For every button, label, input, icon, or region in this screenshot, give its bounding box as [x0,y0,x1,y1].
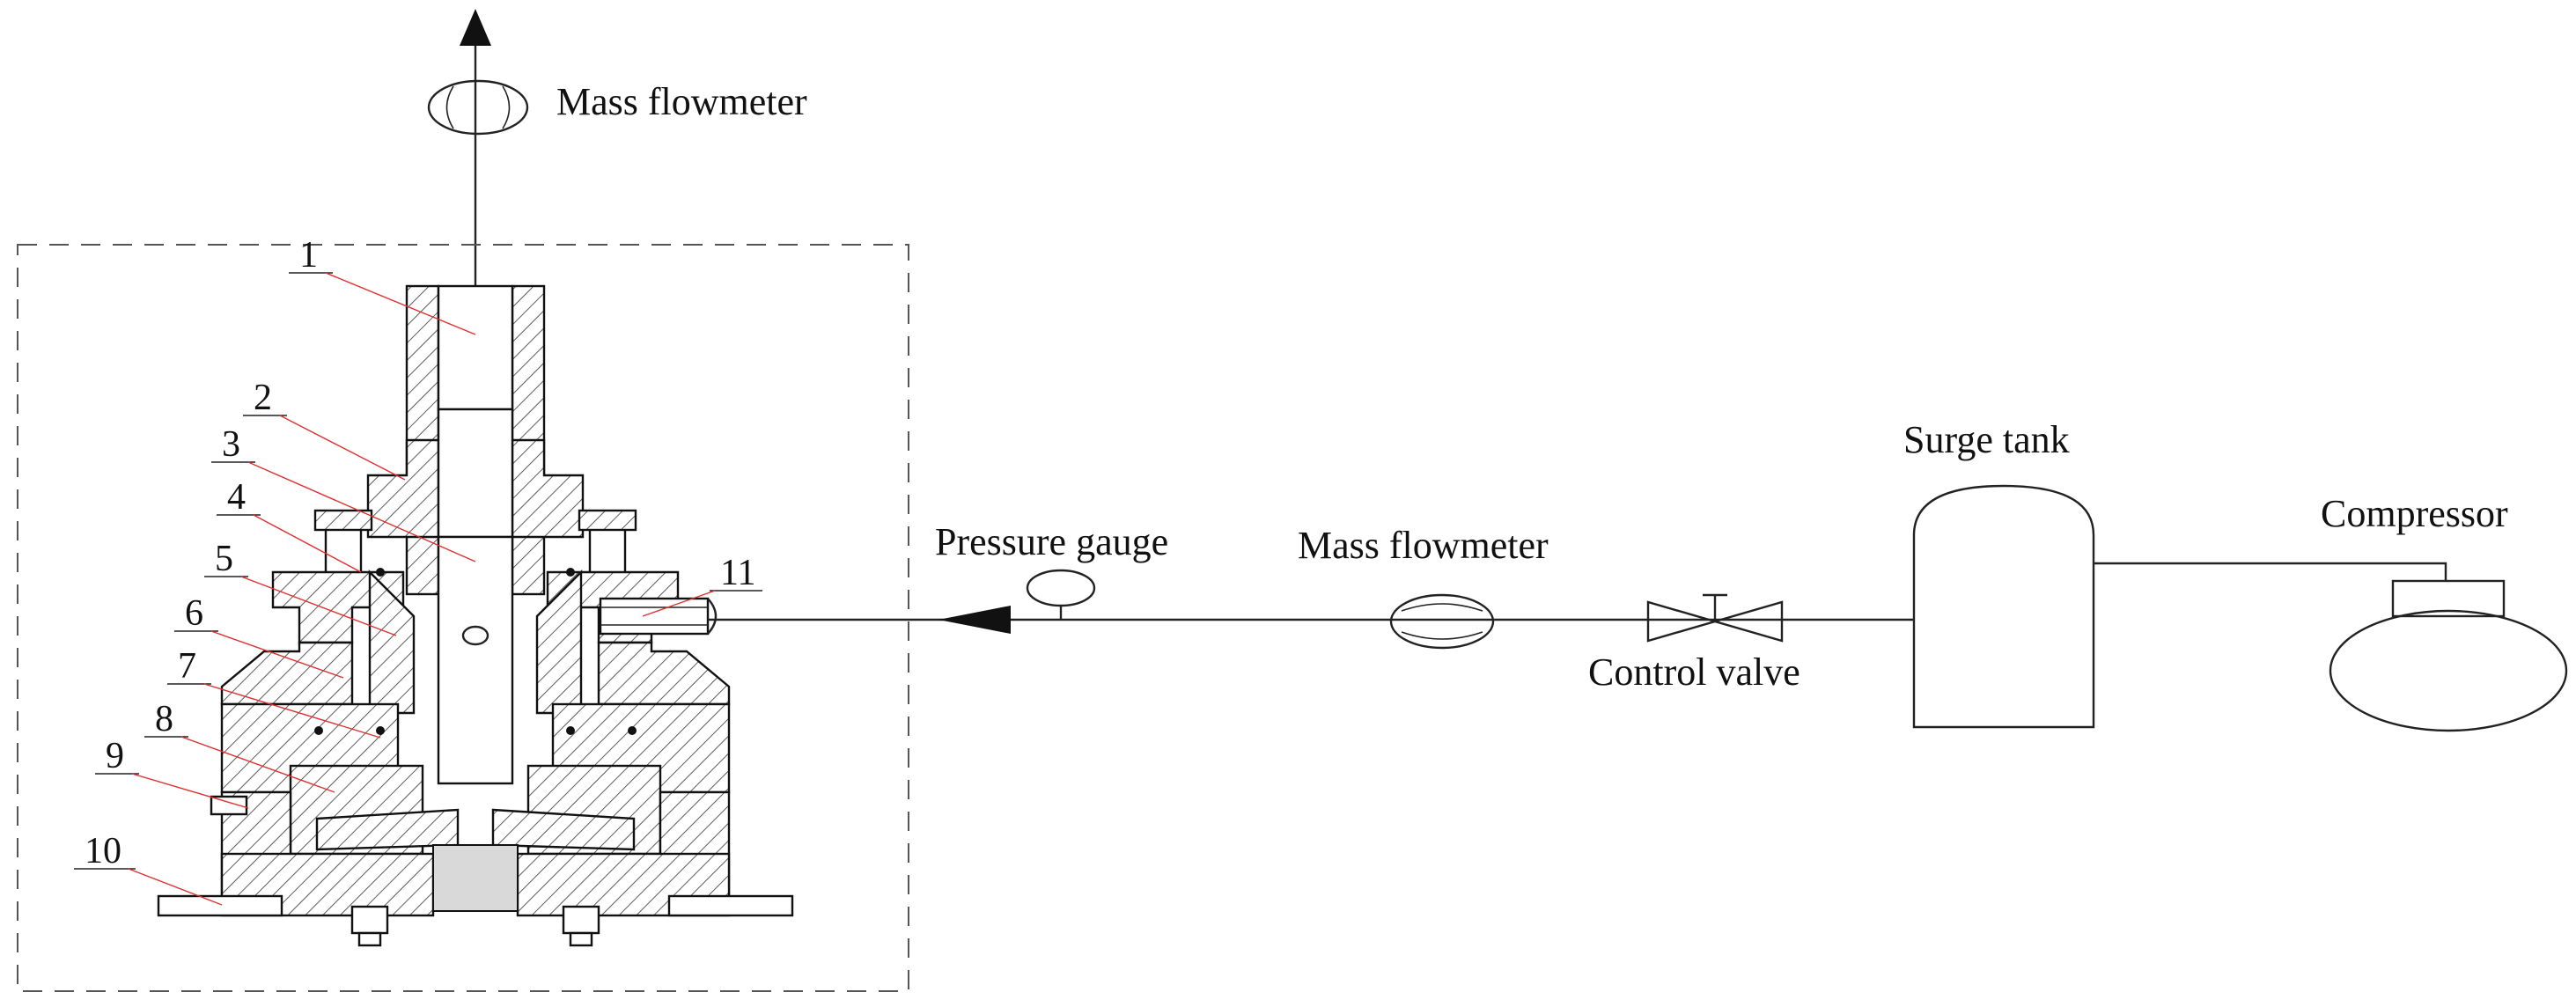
svg-text:6: 6 [185,593,203,634]
control-valve-label: Control valve [1588,651,1800,694]
svg-text:2: 2 [254,378,272,418]
svg-text:10: 10 [85,831,121,871]
part-label-1: 1 [289,235,476,335]
part-label-5: 5 [204,539,397,636]
svg-text:5: 5 [215,539,233,579]
compressor-icon [2329,579,2568,732]
mass-flowmeter-inline-label: Mass flowmeter [1298,524,1549,567]
mass-flowmeter-top-label: Mass flowmeter [556,80,807,123]
compressor-label: Compressor [2321,492,2508,535]
seal-test-rig-cross-section [157,284,794,947]
part-label-6: 6 [174,593,344,679]
mass-flowmeter-top-icon [427,79,529,136]
flow-line [708,606,1914,634]
surge-tank-icon [1912,484,2095,729]
part-label-3: 3 [211,424,476,562]
test-section-boundary [17,244,909,992]
part-label-11: 11 [642,553,762,617]
svg-text:1: 1 [299,235,318,276]
control-valve-icon [1646,593,1784,643]
part-label-8: 8 [144,699,335,793]
surge-tank-label: Surge tank [1903,418,2070,461]
part-label-10: 10 [74,831,223,906]
part-label-7: 7 [167,646,381,739]
part-label-2: 2 [243,378,406,481]
svg-text:3: 3 [222,424,240,465]
svg-text:9: 9 [106,736,124,776]
pressure-gauge-label: Pressure gauge [935,520,1168,563]
part-label-9: 9 [95,736,249,809]
svg-text:11: 11 [720,553,755,593]
pressure-gauge-icon [1026,569,1096,620]
svg-text:8: 8 [155,699,173,739]
compressor-pipe [2094,562,2447,581]
svg-text:4: 4 [227,477,246,518]
outlet-arrow [460,9,491,290]
svg-text:7: 7 [178,646,196,687]
part-label-4: 4 [217,477,362,573]
mass-flowmeter-inline-icon [1389,593,1495,650]
flow-direction-arrow-icon [938,606,1011,634]
